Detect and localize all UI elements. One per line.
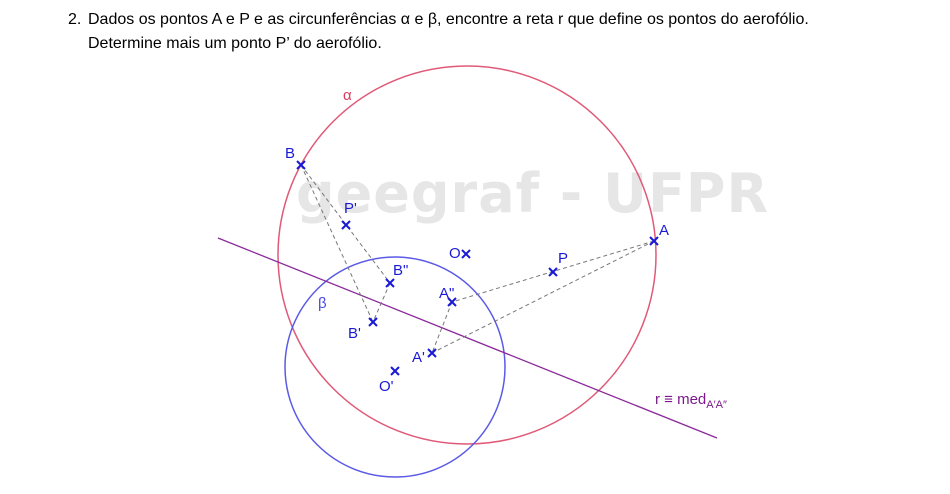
point-p-prime-marker (341, 220, 351, 230)
label-b-prime: B' (348, 325, 361, 342)
problem-statement: 2. Dados os pontos A e P e as circunferên… (68, 8, 928, 56)
label-r-subscript: A′A″ (706, 399, 727, 411)
label-p-prime: P' (344, 200, 357, 217)
label-a-dbl: A" (439, 285, 454, 302)
point-b-dbl-marker (385, 278, 395, 288)
label-r: r ≡ medA′A″ (655, 391, 727, 411)
label-a-prime: A' (412, 349, 425, 366)
dashed-a-aprime (431, 240, 655, 354)
label-beta: β (318, 295, 327, 312)
problem-line-2: Determine mais um ponto P’ do aerofólio. (88, 35, 382, 52)
problem-number: 2. (68, 11, 82, 28)
point-o-marker (461, 249, 471, 259)
label-r-main: r ≡ med (655, 391, 706, 408)
circle-alpha (277, 65, 657, 445)
dashed-b-bprime (300, 164, 374, 323)
line-r (217, 237, 718, 439)
circle-beta (284, 256, 506, 478)
dashed-adbl-aprime (431, 301, 453, 354)
point-b-prime-marker (368, 317, 378, 327)
point-a-marker (649, 236, 659, 246)
label-b-dbl: B" (393, 262, 408, 279)
problem-text-1: Dados os pontos A e P e as circunferênci… (88, 11, 809, 28)
label-p: P (558, 250, 568, 267)
watermark: geegraf - UFPR (296, 162, 770, 225)
point-p-marker (548, 267, 558, 277)
label-alpha: α (343, 87, 352, 104)
label-a: A (659, 222, 669, 239)
point-b-marker (296, 160, 306, 170)
problem-line-1: 2. Dados os pontos A e P e as circunferên… (68, 8, 928, 32)
point-o-prime-marker (390, 366, 400, 376)
dashed-bdbl-bprime (372, 282, 391, 323)
label-o: O (449, 245, 461, 262)
point-a-dbl-marker (447, 297, 457, 307)
label-o-prime: O' (379, 378, 394, 395)
point-a-prime-marker (427, 348, 437, 358)
label-b: B (285, 145, 295, 162)
